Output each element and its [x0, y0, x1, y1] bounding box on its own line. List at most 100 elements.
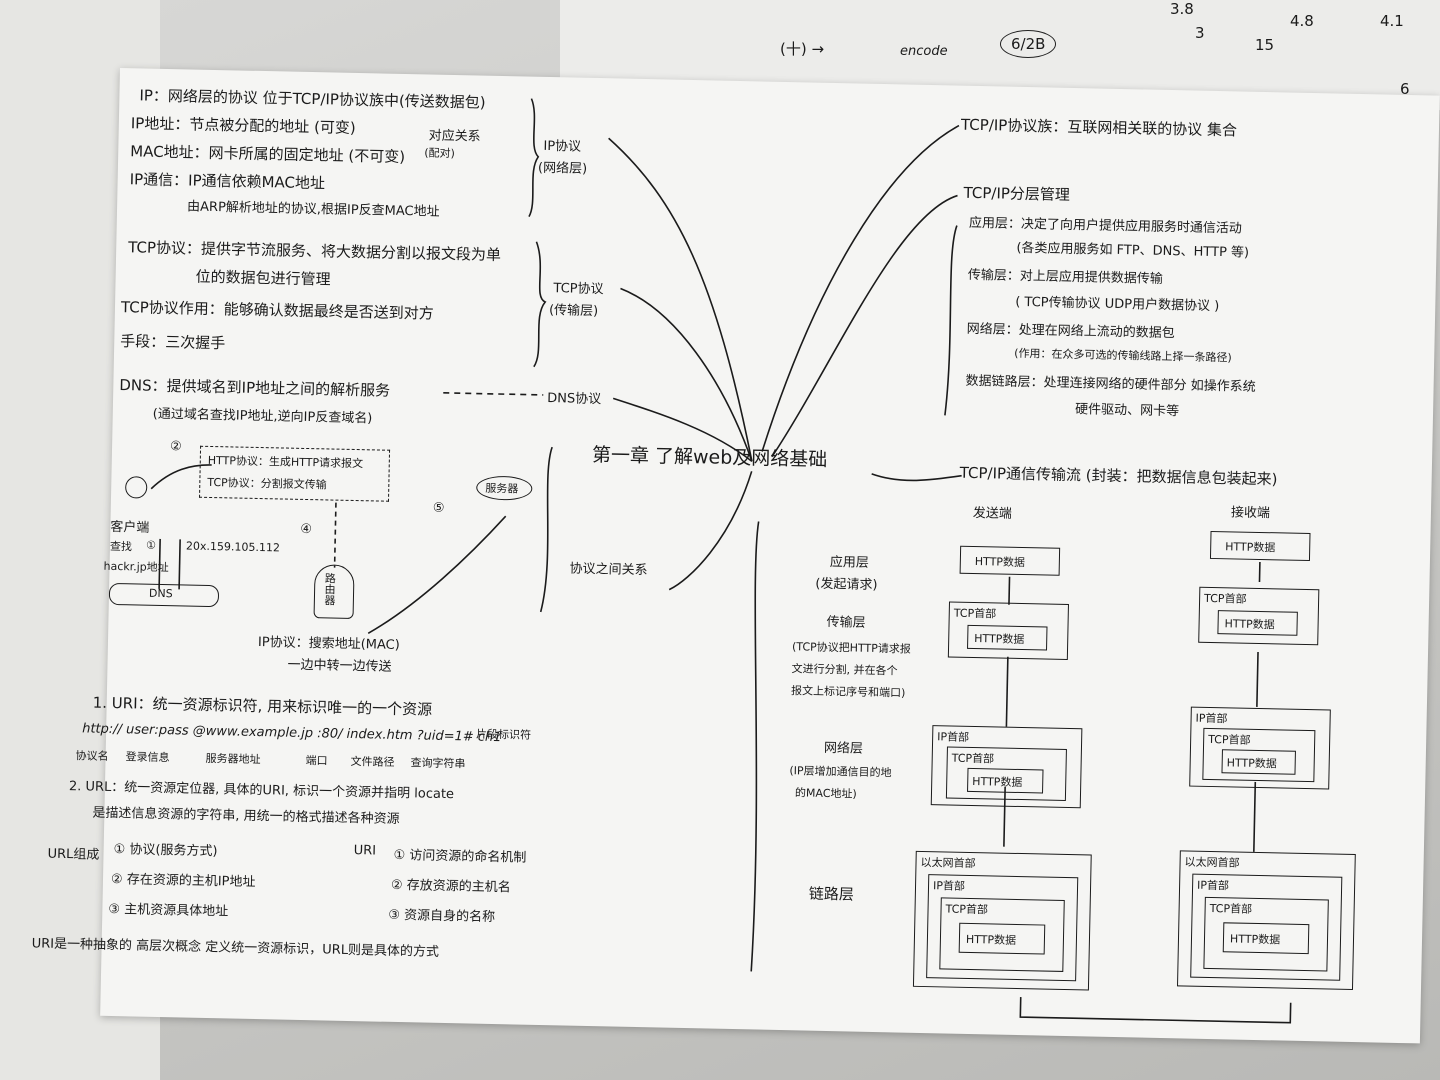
ip-pair-2: (配对)	[424, 146, 456, 161]
scribble-circled: 6/2B	[1000, 30, 1057, 58]
sender-ip-payload: HTTP数据	[967, 767, 1044, 794]
part-scheme: 协议名	[75, 749, 109, 763]
network-note-2: 的MAC地址)	[794, 786, 857, 801]
receiver-ip-tcp-head: TCP首部	[1208, 732, 1251, 747]
part-host: 服务器地址	[205, 751, 261, 767]
sender-tcp-frame: TCP首部 HTTP数据	[947, 601, 1069, 660]
tcp-protocol-label: TCP协议：分割报文传输	[207, 475, 327, 492]
receiver-eth-ip-head: IP首部	[1196, 878, 1230, 893]
receiver-tcp-head: TCP首部	[1203, 591, 1247, 606]
sender-ip-tcp-frame: TCP首部 HTTP数据	[945, 746, 1067, 801]
router-label: 路由器	[322, 572, 337, 606]
layer-transport: 传输层：对上层应用提供数据传输	[967, 267, 1163, 287]
center-title: 第一章 了解web及网络基础	[591, 443, 828, 471]
receiver-eth-tcp-head: TCP首部	[1209, 902, 1253, 916]
scribble-side-0: 6	[1400, 80, 1410, 98]
relay-label: 一边中转一边传送	[287, 657, 392, 675]
url-component-1: ① 协议(服务方式)	[113, 842, 218, 860]
transport-layer-label: 传输层	[826, 614, 866, 631]
ip-line-4: IP通信：IP通信依赖MAC地址	[129, 170, 326, 193]
sender-ip-tcp-head: TCP首部	[951, 751, 995, 766]
scribble-n2: 3	[1195, 24, 1205, 42]
uri-component-1: ① 访问资源的命名机制	[393, 847, 527, 866]
http-protocol-label: HTTP协议：生成HTTP请求报文	[207, 453, 364, 471]
flow-step-1: ①	[145, 538, 157, 552]
scribble-n4: 4.1	[1380, 12, 1404, 30]
uri-component-3: ③ 资源自身的名称	[388, 907, 496, 926]
receiver-ip-head: IP首部	[1195, 711, 1228, 726]
receiver-tcp-payload: HTTP数据	[1217, 610, 1298, 636]
resolved-ip: 20x.159.105.112	[185, 539, 281, 555]
uri-components-label: URI	[353, 843, 377, 859]
mind-map-sheet: 第一章 了解web及网络基础 IP：网络层的协议 位于TCP/IP协议族中(传送…	[31, 68, 1440, 1044]
dns-tag: DNS协议	[547, 391, 602, 408]
receiver-ip-tcp-frame: TCP首部 HTTP数据	[1202, 727, 1316, 783]
sender-tcp-payload-label: HTTP数据	[974, 632, 1025, 647]
app-layer-label: 应用层	[829, 554, 869, 571]
scribble-n5: 15	[1255, 36, 1275, 54]
ip-protocol-search: IP协议：搜索地址(MAC)	[257, 635, 400, 653]
app-layer-note: (发起请求)	[815, 576, 878, 593]
transport-note-3: 报文上标记序号和端口)	[790, 684, 906, 700]
ip-tag-2: (网络层)	[537, 160, 588, 177]
sender-eth-ip-frame: IP首部 TCP首部 HTTP数据	[926, 874, 1079, 982]
sender-eth-payload: HTTP数据	[958, 922, 1046, 955]
link-layer-label: 链路层	[808, 884, 855, 904]
transport-note-2: 文进行分割, 并在各个	[791, 662, 898, 678]
network-note-1: (IP层增加通信目的地	[789, 764, 892, 780]
tcp-tag-2: (传输层)	[548, 303, 599, 320]
receiver-ip-payload: HTTP数据	[1221, 749, 1296, 775]
receiver-http-data: HTTP数据	[1209, 530, 1311, 562]
flow-step-2: ②	[169, 439, 182, 455]
sender-tcp-payload: HTTP数据	[967, 624, 1048, 651]
receiver-eth-ip-frame: IP首部 TCP首部 HTTP数据	[1190, 873, 1343, 981]
receiver-eth-head: 以太网首部	[1184, 855, 1240, 870]
sender-label: 发送端	[972, 505, 1013, 522]
tcp-line-2: 位的数据包进行管理	[195, 267, 331, 289]
url-component-3: ③ 主机资源具体地址	[108, 901, 229, 920]
relation-label: 协议之间关系	[569, 561, 648, 579]
lookup-domain: hackr.jp地址	[103, 559, 169, 575]
sender-eth-payload-label: HTTP数据	[965, 932, 1017, 947]
transport-note-1: (TCP协议把HTTP请求报	[791, 640, 911, 656]
dns-server-label: DNS	[148, 586, 173, 601]
ip-tag-1: IP协议	[543, 138, 582, 155]
sender-eth-tcp-head: TCP首部	[945, 902, 989, 917]
layer-link-note: 硬件驱动、网卡等	[1074, 402, 1180, 420]
sender-http-data-label: HTTP数据	[974, 555, 1026, 570]
sender-eth-tcp-frame: TCP首部 HTTP数据	[939, 897, 1065, 972]
part-path: 文件路径	[350, 754, 395, 769]
scribble-plus-arrow: (十) →	[780, 40, 825, 58]
sender-eth-head: 以太网首部	[920, 855, 976, 871]
tcp-line-4: 手段：三次握手	[120, 332, 226, 353]
receiver-eth-tcp-frame: TCP首部 HTTP数据	[1203, 896, 1329, 972]
sender-ip-payload-label: HTTP数据	[972, 775, 1023, 790]
receiver-http-data-label: HTTP数据	[1225, 540, 1276, 555]
connector-lines	[150, 98, 1292, 1024]
url-component-2: ② 存在资源的主机IP地址	[110, 871, 256, 891]
scribble-n1: 3.8	[1170, 0, 1194, 18]
lookup-label: 查找	[109, 539, 133, 554]
ip-pair: 对应关系	[428, 128, 481, 145]
sender-ip-head: IP首部	[937, 730, 970, 744]
flow-step-4: ④	[300, 521, 313, 538]
fragment-label: 片段标识符	[475, 727, 532, 742]
receiver-label: 接收端	[1230, 505, 1271, 522]
sender-http-data: HTTP数据	[959, 545, 1061, 576]
receiver-ip-payload-label: HTTP数据	[1226, 756, 1277, 771]
tcpip-layers-title: TCP/IP分层管理	[963, 183, 1071, 204]
url-components-label: URL组成	[47, 846, 100, 863]
uri-component-2: ② 存放资源的主机名	[390, 877, 511, 896]
receiver-eth-payload: HTTP数据	[1222, 922, 1310, 955]
server-label: 服务器	[485, 481, 519, 496]
part-port: 端口	[305, 754, 328, 768]
tcp-tag-1: TCP协议	[553, 281, 604, 298]
receiver-eth-frame: 以太网首部 IP首部 TCP首部 HTTP数据	[1176, 850, 1356, 991]
network-layer-label: 网络层	[823, 740, 864, 757]
sender-eth-frame: 以太网首部 IP首部 TCP首部 HTTP数据	[912, 850, 1092, 991]
receiver-tcp-frame: TCP首部 HTTP数据	[1198, 586, 1320, 646]
part-credentials: 登录信息	[125, 750, 170, 765]
client-label: 客户端	[110, 519, 150, 536]
receiver-tcp-payload-label: HTTP数据	[1224, 617, 1275, 632]
sender-eth-ip-head: IP首部	[932, 879, 966, 893]
